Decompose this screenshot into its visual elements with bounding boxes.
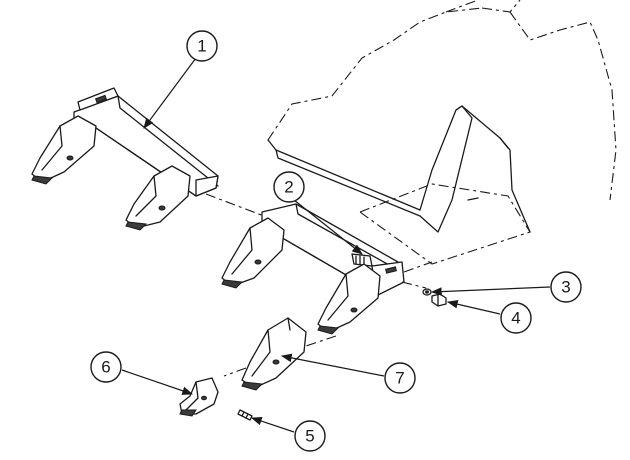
part-2-edge-assembly [221,203,405,335]
part-1-edge-assembly [31,87,219,231]
leader-4 [446,299,501,315]
callout-1: 1 [186,30,218,62]
callout-label: 6 [101,358,110,377]
alignment-line-5 [223,367,247,377]
callout-label: 5 [305,427,314,446]
alignment-line-2 [403,261,433,273]
callout-label: 7 [395,369,404,388]
leader-1 [143,57,197,129]
callout-6: 6 [90,351,122,383]
part-7-tooth [241,317,307,391]
bucket-outline [267,0,617,265]
callout-label: 4 [511,309,520,328]
callout-2: 2 [273,171,305,203]
leader-7 [280,353,385,377]
leader-2 [293,199,363,255]
part-4-nut [431,293,447,307]
callout-label: 3 [561,278,570,297]
callout-4: 4 [500,302,532,334]
callout-label: 2 [284,178,293,197]
alignment-line-4 [299,335,337,349]
alignment-line-3 [401,281,427,289]
callout-label: 1 [197,37,206,56]
callout-5: 5 [294,420,326,452]
part-6-adapter [179,377,219,417]
leader-5 [250,416,295,433]
leader-6 [121,369,194,395]
part-3-washer [422,288,432,296]
callout-7: 7 [384,362,416,394]
callout-3: 3 [550,271,582,303]
alignment-line-1 [205,193,265,217]
part-5-pin [237,409,253,421]
leader-3 [430,286,551,296]
leader-lines [121,57,551,433]
